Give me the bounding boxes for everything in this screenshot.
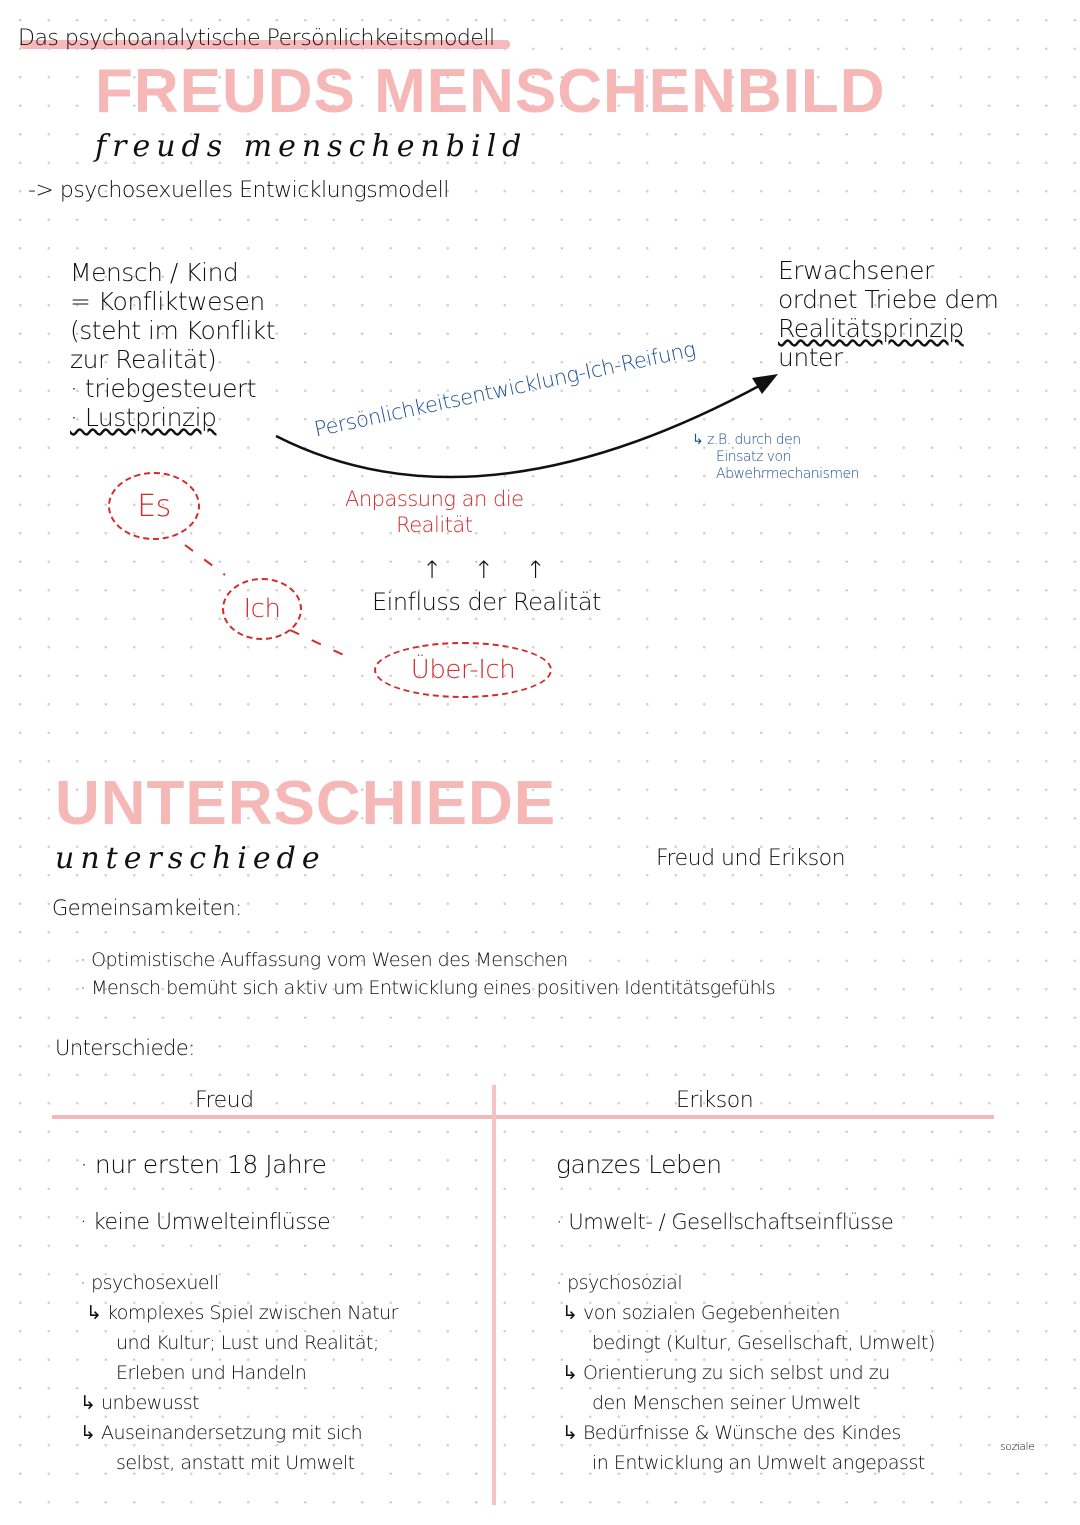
arc-note-line: ↳ z.B. durch den: [692, 432, 801, 448]
freud-row-1: · nur ersten 18 Jahre: [80, 1150, 327, 1179]
subtitle: Das psychoanalytische Persönlichkeitsmod…: [18, 26, 495, 51]
cloud-ich: Ich: [222, 578, 302, 640]
development-arc: [184, 374, 778, 659]
arrowhead-icon: [752, 374, 778, 394]
child-line: zur Realität): [70, 345, 217, 374]
common-list: · Optimistische Auffassung vom Wesen des…: [80, 946, 776, 1002]
child-line: · Lustprinzip: [70, 403, 217, 432]
adult-line: ordnet Triebe dem: [778, 285, 999, 314]
child-line: (steht im Konflikt: [70, 316, 276, 345]
common-item: · Mensch bemüht sich aktiv um Entwicklun…: [80, 977, 776, 999]
adaptation-line: Anpassung an die: [345, 487, 524, 511]
arc-note: ↳ z.B. durch den Einsatz von Abwehrmecha…: [692, 432, 860, 483]
erikson-line: bedingt (Kultur, Gesellschaft, Umwelt): [592, 1332, 935, 1354]
erikson-line: ↳ Bedürfnisse & Wünsche des Kindes: [562, 1422, 901, 1444]
erikson-line: in Entwicklung an Umwelt angepasst: [592, 1452, 925, 1474]
common-item: · Optimistische Auffassung vom Wesen des…: [80, 949, 568, 971]
adaptation-text: Anpassung an die Realität: [345, 486, 524, 538]
diff-title: Unterschiede:: [55, 1036, 195, 1060]
cloud-ueber-ich: Über-Ich: [374, 642, 552, 698]
table-header-freud: Freud: [195, 1088, 254, 1113]
arc-note-line: Abwehrmechanismen: [716, 466, 860, 482]
freud-line: und Kultur; Lust und Realität;: [116, 1332, 379, 1354]
section2-heading-side: Freud und Erikson: [656, 846, 846, 871]
influence-arrows: ↑ ↑ ↑: [422, 556, 558, 584]
freud-row-2: · keine Umwelteinflüsse: [80, 1210, 331, 1235]
freud-line: selbst, anstatt mit Umwelt: [116, 1452, 355, 1474]
erikson-row-3: · psychosozial ↳ von sozialen Gegebenhei…: [556, 1268, 935, 1478]
adult-description: Erwachsener ordnet Triebe dem Realitätsp…: [778, 256, 999, 372]
child-line: = Konfliktwesen: [70, 287, 265, 316]
influence-text: Einfluss der Realität: [372, 588, 601, 616]
adult-line: Erwachsener: [778, 256, 934, 285]
freud-line: Erleben und Handeln: [116, 1362, 307, 1384]
erikson-line: ↳ von sozialen Gegebenheiten: [562, 1302, 840, 1324]
erikson-line: den Menschen seiner Umwelt: [592, 1392, 860, 1414]
freud-row-3: · psychosexuell ↳ komplexes Spiel zwisch…: [80, 1268, 398, 1478]
erikson-row-2: · Umwelt- / Gesellschaftseinflüsse: [556, 1210, 894, 1234]
intro-text: -> psychosexuelles Entwicklungsmodell: [28, 178, 449, 203]
erikson-line: ↳ Orientierung zu sich selbst und zu: [562, 1362, 890, 1384]
freud-line: · psychosexuell: [80, 1272, 219, 1294]
erikson-row-1: ganzes Leben: [556, 1150, 722, 1179]
child-line: Mensch / Kind: [70, 258, 239, 287]
erikson-line: · psychosozial: [556, 1272, 683, 1294]
adult-line: unter: [778, 343, 843, 372]
adult-line: Realitätsprinzip: [778, 314, 964, 343]
cloud-es: Es: [108, 472, 200, 540]
freud-line: ↳ komplexes Spiel zwischen Natur: [86, 1302, 398, 1324]
adaptation-line: Realität: [396, 513, 473, 537]
section1-heading-script: freuds menschenbild: [95, 129, 528, 164]
section2-heading-script: unterschiede: [55, 841, 326, 876]
table-header-erikson: Erikson: [676, 1088, 754, 1113]
arc-note-line: Einsatz von: [716, 449, 792, 465]
table-divider: [492, 1085, 496, 1505]
child-description: Mensch / Kind = Konfliktwesen (steht im …: [70, 258, 276, 432]
child-line: · triebgesteuert: [70, 374, 257, 403]
common-title: Gemeinsamkeiten:: [52, 896, 242, 920]
subtitle-highlight: [20, 40, 510, 49]
freud-line: ↳ unbewusst: [80, 1392, 200, 1414]
table-header-rule: [52, 1115, 994, 1119]
erikson-insert: soziale: [1000, 1440, 1035, 1453]
freud-line: ↳ Auseinandersetzung mit sich: [80, 1422, 363, 1444]
section1-heading-big: FREUDS MENSCHENBILD: [95, 57, 886, 126]
section2-heading-big: UNTERSCHIEDE: [55, 769, 557, 838]
